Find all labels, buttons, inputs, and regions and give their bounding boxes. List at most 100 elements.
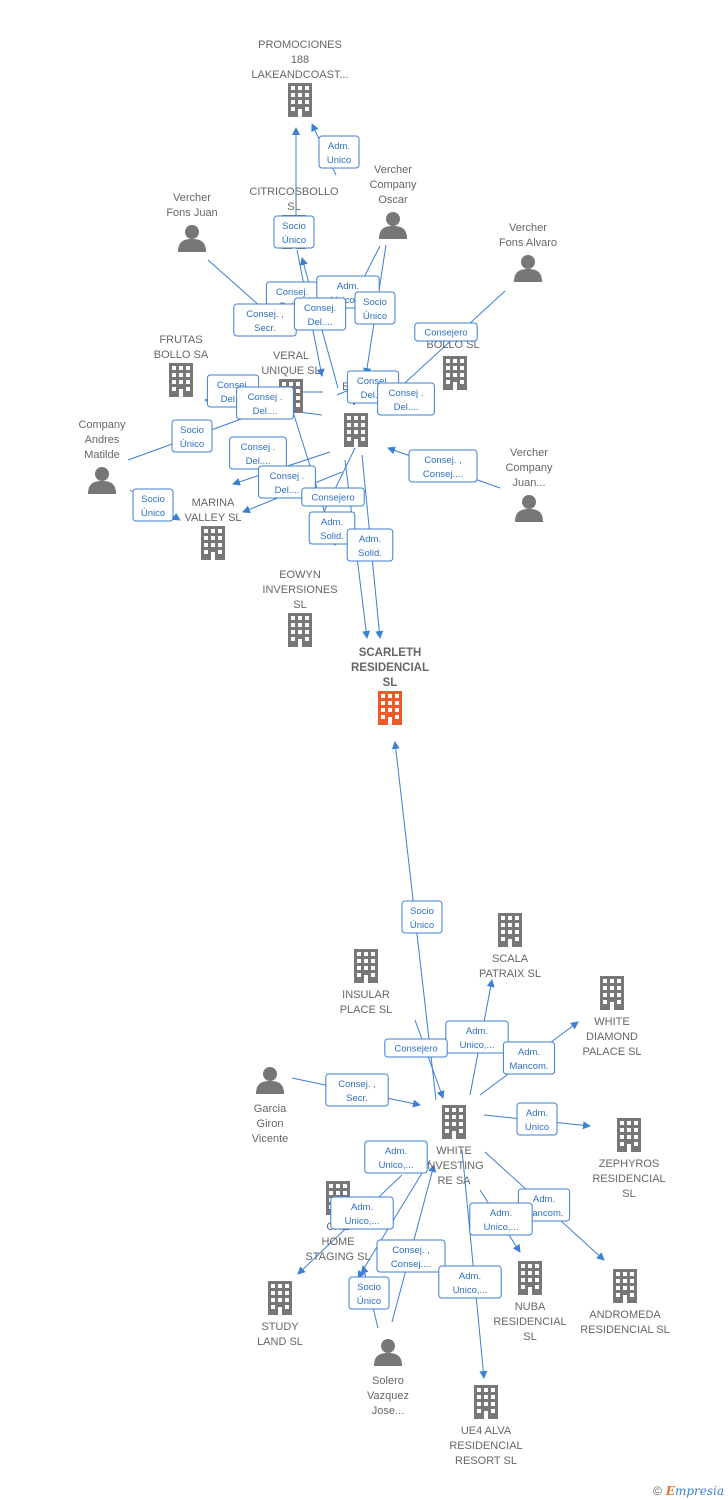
relation-tag[interactable]: Adm.Unico — [318, 135, 360, 169]
relation-tag[interactable]: Adm.Unico,... — [445, 1020, 509, 1054]
node-label: 188 — [291, 54, 309, 66]
node-label: Solero — [372, 1375, 404, 1387]
relation-tag-text: Unico — [525, 1122, 549, 1133]
relation-tag[interactable]: Adm.Unico,... — [364, 1140, 428, 1174]
relation-tag[interactable]: Consej .Del.... — [377, 382, 435, 416]
relation-tag-box — [438, 1265, 502, 1299]
relation-tag-text: Adm. — [385, 1146, 407, 1157]
relation-tag[interactable]: Consejero — [384, 1038, 448, 1058]
person-icon — [374, 1339, 402, 1366]
node-solero[interactable]: SoleroVazquezJose... — [367, 1339, 409, 1417]
copyright-symbol: © — [652, 1484, 662, 1498]
relation-tag-box — [330, 1196, 394, 1230]
node-label: EOWYN — [279, 569, 321, 581]
relation-tag-text: Consej . — [248, 392, 283, 403]
building-icon — [288, 613, 312, 647]
relation-tag[interactable]: Consejero — [301, 487, 365, 507]
node-label: Vercher — [510, 447, 548, 459]
building-icon — [268, 1281, 292, 1315]
relation-tag-box — [258, 465, 316, 499]
node-label: Vercher — [374, 164, 412, 176]
relation-tag-box — [414, 322, 478, 342]
relation-tag[interactable]: Consej.Del.... — [293, 297, 347, 331]
person-icon — [88, 467, 116, 494]
relation-edge — [461, 1149, 488, 1379]
relation-tag-text: Consejero — [394, 1044, 437, 1055]
person-icon — [256, 1067, 284, 1094]
relation-tag-box — [171, 419, 213, 453]
relation-tag-text: Unico,... — [484, 1222, 519, 1233]
relation-tag-box — [132, 488, 174, 522]
node-label: Fons Alvaro — [499, 237, 557, 249]
relation-tag-text: Unico — [327, 155, 351, 166]
relation-tag-box — [318, 135, 360, 169]
relation-tag[interactable]: Consej. ,Secr. — [233, 303, 297, 337]
relation-tag-box — [348, 1276, 390, 1310]
relation-tag[interactable]: Consej. ,Consej.... — [376, 1239, 446, 1273]
relation-tag-text: Consej. , — [424, 455, 462, 466]
relation-tag-text: Adm. — [466, 1026, 488, 1037]
relation-tag[interactable]: Consej .Del.... — [258, 465, 316, 499]
relation-tag[interactable]: Adm.Unico,... — [469, 1202, 533, 1236]
person-icon — [178, 225, 206, 252]
relation-tag[interactable]: Consej .Del.... — [236, 386, 294, 420]
relation-tag-text: Consejero — [424, 328, 467, 339]
empresia-logo[interactable]: Empresia — [666, 1484, 724, 1498]
relation-tag[interactable]: Adm.Mancom. — [502, 1041, 556, 1075]
node-label: Garcia — [254, 1103, 287, 1115]
building-icon — [169, 363, 193, 397]
relation-tag[interactable]: Adm.Unico,... — [438, 1265, 502, 1299]
relation-tag[interactable]: Consejero — [414, 322, 478, 342]
relation-tag-text: Único — [410, 920, 434, 931]
person-icon — [514, 255, 542, 282]
relation-tag[interactable]: Adm.Solid. — [308, 511, 356, 545]
node-label: UNIQUE SL — [261, 365, 320, 377]
relation-tag[interactable]: Consej .Del.... — [229, 436, 287, 470]
relation-tag-text: Socio — [282, 221, 306, 232]
node-vercher_company_juan[interactable]: VercherCompanyJuan... — [505, 447, 553, 522]
node-label: RESIDENCIAL SL — [580, 1324, 669, 1336]
relation-tag-box — [401, 900, 443, 934]
relation-tag[interactable]: Adm.Solid. — [346, 528, 394, 562]
node-label: STAGING SL — [305, 1251, 370, 1263]
node-promociones[interactable]: PROMOCIONES188LAKEANDCOAST... — [251, 39, 349, 117]
relation-tag-box — [229, 436, 287, 470]
node-label: Giron — [257, 1118, 284, 1130]
relation-tag[interactable]: Consej. ,Consej.... — [408, 449, 478, 483]
building-icon — [518, 1261, 542, 1295]
relation-tag-box — [364, 1140, 428, 1174]
relation-tag[interactable]: Adm.Unico — [516, 1102, 558, 1136]
relation-tag-box — [445, 1020, 509, 1054]
node-label: SL — [383, 677, 398, 689]
relation-edge — [319, 447, 356, 521]
relation-tag[interactable]: Adm.Unico,... — [330, 1196, 394, 1230]
relation-tag[interactable]: Consej. ,Secr. — [325, 1073, 389, 1107]
node-label: Company — [369, 179, 417, 191]
